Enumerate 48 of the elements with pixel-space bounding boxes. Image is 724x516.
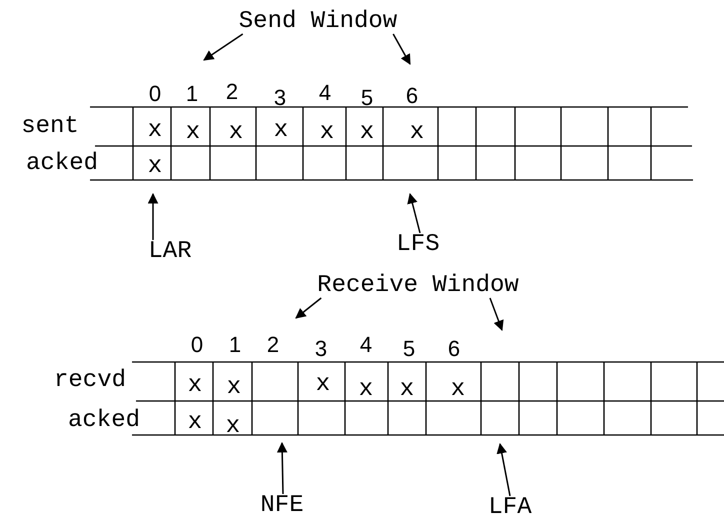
- pointer-label: LFS: [396, 233, 440, 257]
- leader-arrow: [489, 298, 504, 331]
- check-mark: x: [320, 121, 334, 145]
- row-label: acked: [26, 152, 98, 176]
- leader-arrow: [148, 192, 158, 240]
- sequence-number: 5: [402, 338, 416, 360]
- row-label: sent: [21, 115, 79, 139]
- pointer-label: LAR: [148, 240, 192, 264]
- check-mark: x: [450, 378, 466, 402]
- check-mark: x: [316, 373, 330, 397]
- sequence-number: 0: [190, 334, 204, 356]
- leader-arrow: [407, 192, 421, 234]
- sequence-number: 4: [318, 82, 332, 104]
- check-mark: x: [188, 411, 202, 435]
- sequence-number: 1: [186, 83, 198, 105]
- check-mark: x: [228, 121, 244, 145]
- check-mark: x: [188, 374, 202, 398]
- sequence-number: 2: [226, 81, 238, 103]
- check-mark: x: [186, 121, 200, 145]
- sequence-number: 6: [448, 338, 460, 360]
- sequence-number: 6: [406, 85, 418, 107]
- check-mark: x: [400, 378, 414, 402]
- check-mark: x: [274, 119, 288, 143]
- row-label: acked: [68, 409, 140, 433]
- pointer-label: Send Window: [238, 10, 398, 34]
- sequence-number: 1: [228, 334, 242, 356]
- check-mark: x: [410, 121, 424, 145]
- sequence-number: 3: [314, 338, 328, 360]
- leader-arrow: [295, 297, 322, 319]
- sequence-number: 4: [360, 334, 372, 356]
- leader-arrow: [203, 33, 244, 61]
- sequence-number: 0: [148, 83, 162, 105]
- sequence-number: 2: [266, 334, 280, 356]
- row-label: recvd: [54, 369, 126, 393]
- sequence-number: 5: [360, 87, 374, 109]
- check-mark: x: [148, 119, 162, 143]
- check-mark: x: [358, 378, 374, 402]
- pointer-label: LFA: [488, 496, 532, 516]
- leader-arrow: [392, 34, 411, 65]
- check-mark: x: [148, 155, 162, 179]
- pointer-label: Receive Window: [317, 274, 519, 298]
- check-mark: x: [226, 376, 242, 400]
- pointer-label: NFE: [260, 494, 304, 516]
- leader-arrow: [496, 442, 511, 496]
- leader-arrow: [276, 442, 288, 494]
- check-mark: x: [226, 415, 240, 439]
- sequence-number: 3: [274, 87, 286, 109]
- check-mark: x: [360, 121, 374, 145]
